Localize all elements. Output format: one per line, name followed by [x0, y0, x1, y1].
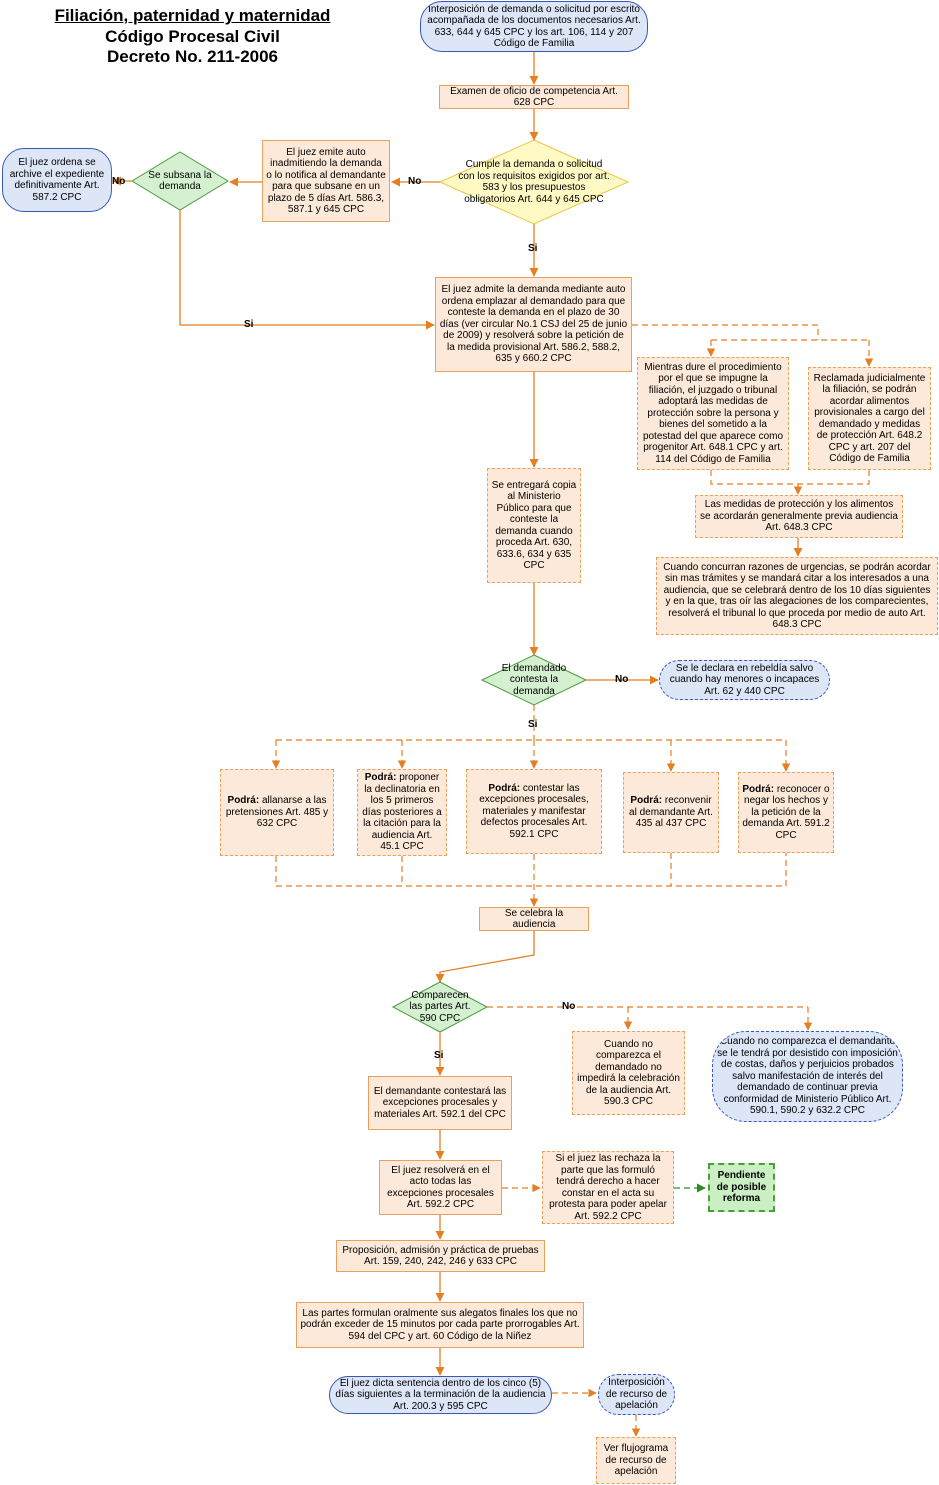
- dash-join-podra1: [275, 853, 787, 887]
- page-title: Filiación, paternidad y maternidad: [54, 6, 331, 25]
- node-archiva-text: El juez ordena se archive el expediente …: [9, 157, 105, 203]
- node-pendiente-reforma-text: Pendiente de posible reforma: [716, 1170, 767, 1205]
- node-mientras-text: Mientras dure el procedimiento por el qu…: [642, 361, 784, 465]
- dash-mientras-join: [710, 470, 870, 485]
- node-mientras: Mientras dure el procedimiento por el qu…: [637, 357, 789, 470]
- node-interposicion: Interposición de demanda o solicitud por…: [420, 1, 648, 52]
- node-rebeldia: Se le declara en rebeldía salvo cuando h…: [659, 660, 830, 700]
- node-rechaza: Si el juez las rechaza la parte que las …: [542, 1151, 674, 1224]
- node-rebeldia-text: Se le declara en rebeldía salvo cuando h…: [669, 662, 820, 697]
- node-contestara: El demandante contestará las excepciones…: [368, 1076, 512, 1130]
- node-admite: El juez admite la demanda mediante auto …: [435, 277, 632, 372]
- podra-allanarse-text: Podrá: allanarse a las pretensiones Art.…: [224, 795, 330, 830]
- podra-declinatoria-body: proponer la declinatoria en los 5 primer…: [362, 772, 442, 853]
- node-admite-text: El juez admite la demanda mediante auto …: [439, 284, 628, 365]
- page-decree: Decreto No. 211-2006: [106, 47, 279, 66]
- node-no-comparezca-demandante: Cuando no comparezca el demandante se le…: [712, 1031, 903, 1122]
- node-podra-reconocer: Podrá: reconocer o negar los hechos y la…: [738, 772, 834, 853]
- label-si-subsana: Si: [244, 319, 254, 330]
- node-contesta: El demandado contesta la demanda: [494, 660, 574, 700]
- page-subtitle: Código Procesal Civil: [105, 27, 280, 46]
- node-ver-flujograma-text: Ver flujograma de recurso de apelación: [603, 1443, 669, 1478]
- podra-reconocer-text: Podrá: reconocer o negar los hechos y la…: [742, 784, 830, 842]
- node-comparecen: Comparecen las partes Art. 590 CPC: [405, 988, 475, 1026]
- node-urgencias-text: Cuando concurran razones de urgencias, s…: [663, 561, 931, 631]
- node-examen: Examen de oficio de competencia Art. 628…: [439, 85, 629, 109]
- node-no-comparezca-demandante-text: Cuando no comparezca el demandante se le…: [717, 1036, 898, 1117]
- node-ver-flujograma: Ver flujograma de recurso de apelación: [596, 1437, 676, 1484]
- node-reclamada: Reclamada judicialmente la filiación, se…: [808, 367, 931, 470]
- podra-declinatoria-text: Podrá: proponer la declinatoria en los 5…: [361, 772, 443, 853]
- node-interposicion-text: Interposición de demanda o solicitud por…: [427, 3, 641, 50]
- node-no-comparezca-demandado-text: Cuando no comparezca el demandado no imp…: [577, 1038, 680, 1108]
- node-proposicion: Proposición, admisión y práctica de prue…: [336, 1240, 545, 1272]
- node-resolvera-text: El juez resolverá en el acto todas las e…: [387, 1164, 494, 1211]
- node-examen-text: Examen de oficio de competencia Art. 628…: [450, 85, 618, 108]
- podra-allanarse-body: allanarse a las pretensiones Art. 485 y …: [225, 795, 329, 830]
- node-resolvera: El juez resolverá en el acto todas las e…: [379, 1160, 502, 1215]
- node-ministerio: Se entregará copia al Ministerio Público…: [487, 468, 581, 583]
- arrow-celebra-comparecen: [435, 931, 535, 983]
- node-no-comparezca-demandado: Cuando no comparezca el demandado no imp…: [572, 1031, 685, 1115]
- node-cumple: Cumple la demanda o solicitud con los re…: [458, 152, 610, 212]
- node-podra-reconvenir: Podrá: reconvenir al demandante Art. 435…: [623, 772, 719, 853]
- podra-reconocer-keyword: Podrá:: [742, 783, 775, 795]
- node-podra-contestar: Podrá: contestar las excepciones procesa…: [466, 769, 602, 854]
- podra-reconvenir-keyword: Podrá:: [630, 795, 663, 807]
- podra-reconocer-body: reconocer o negar los hechos y la petici…: [742, 783, 830, 841]
- podra-allanarse-keyword: Podrá:: [227, 795, 260, 807]
- label-si-comparecen: Si: [434, 1050, 444, 1061]
- label-si-cumple: Si: [528, 243, 538, 254]
- label-si-contesta: Si: [528, 719, 538, 730]
- node-recurso-apelacion-text: Interposición de recurso de apelación: [605, 1377, 668, 1412]
- node-podra-declinatoria: Podrá: proponer la declinatoria en los 5…: [357, 769, 447, 856]
- node-medidas: Las medidas de protección y los alimento…: [695, 495, 903, 538]
- node-alegatos: Las partes formulan oralmente sus alegat…: [296, 1302, 584, 1348]
- node-archiva: El juez ordena se archive el expediente …: [2, 148, 112, 212]
- podra-contestar-text: Podrá: contestar las excepciones procesa…: [470, 783, 598, 841]
- podra-contestar-keyword: Podrá:: [488, 782, 521, 794]
- node-recurso-apelacion: Interposición de recurso de apelación: [598, 1374, 675, 1415]
- node-rechaza-text: Si el juez las rechaza la parte que las …: [549, 1153, 667, 1222]
- node-cumple-text: Cumple la demanda o solicitud con los re…: [458, 159, 610, 205]
- node-contestara-text: El demandante contestará las excepciones…: [373, 1085, 507, 1120]
- node-contesta-text: El demandado contesta la demanda: [501, 662, 567, 697]
- node-ministerio-text: Se entregará copia al Ministerio Público…: [491, 479, 577, 572]
- podra-contestar-body: contestar las excepciones procesales, ma…: [479, 782, 589, 840]
- node-proposicion-text: Proposición, admisión y práctica de prue…: [342, 1244, 539, 1268]
- node-celebra-text: Se celebra la audiencia: [504, 907, 564, 930]
- label-no-cumple: No: [408, 176, 422, 187]
- node-sentencia: El juez dicta sentencia dentro de los ci…: [329, 1376, 552, 1414]
- node-inadmite: El juez emite auto inadmitiendo la deman…: [262, 140, 390, 222]
- label-no-comparecen: No: [562, 1001, 576, 1012]
- node-medidas-text: Las medidas de protección y los alimento…: [700, 499, 898, 534]
- node-comparecen-text: Comparecen las partes Art. 590 CPC: [409, 989, 471, 1024]
- podra-reconvenir-text: Podrá: reconvenir al demandante Art. 435…: [627, 795, 715, 830]
- label-no-contesta: No: [615, 674, 629, 685]
- node-alegatos-text: Las partes formulan oralmente sus alegat…: [300, 1307, 580, 1342]
- node-urgencias: Cuando concurran razones de urgencias, s…: [656, 557, 938, 635]
- dash-admite-measures: [632, 324, 819, 340]
- node-celebra: Se celebra la audiencia: [479, 907, 589, 931]
- podra-reconvenir-body: reconvenir al demandante Art. 435 al 437…: [629, 795, 713, 830]
- podra-declinatoria-keyword: Podrá:: [364, 772, 397, 784]
- node-podra-allanarse: Podrá: allanarse a las pretensiones Art.…: [220, 769, 334, 856]
- node-sentencia-text: El juez dicta sentencia dentro de los ci…: [335, 1377, 546, 1412]
- label-no-subsana: No: [112, 176, 126, 187]
- arrow-subsana-si: [179, 210, 435, 330]
- node-subsana-text: Se subsana la demanda: [148, 169, 212, 193]
- node-reclamada-text: Reclamada judicialmente la filiación, se…: [813, 372, 926, 465]
- node-inadmite-text: El juez emite auto inadmitiendo la deman…: [266, 146, 386, 216]
- node-subsana: Se subsana la demanda: [140, 168, 220, 194]
- node-pendiente-reforma: Pendiente de posible reforma: [708, 1163, 775, 1212]
